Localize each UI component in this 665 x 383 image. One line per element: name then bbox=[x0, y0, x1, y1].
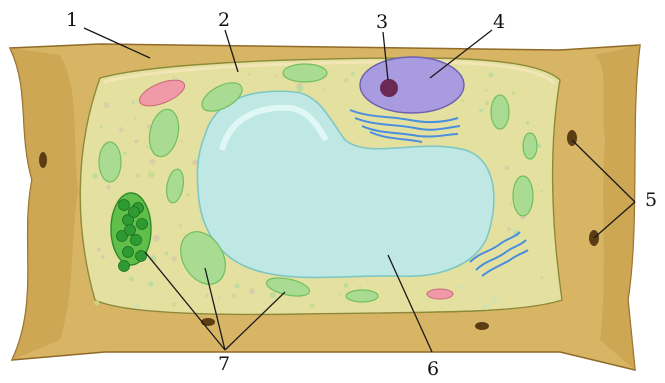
granule bbox=[153, 235, 160, 242]
granule bbox=[275, 74, 278, 77]
granum bbox=[119, 200, 130, 211]
chloroplast bbox=[523, 133, 537, 159]
granule bbox=[100, 126, 103, 129]
granule bbox=[485, 89, 488, 92]
wall-pit bbox=[39, 152, 47, 168]
granule bbox=[485, 101, 490, 106]
granule bbox=[181, 140, 183, 142]
granule bbox=[344, 78, 348, 82]
granule bbox=[297, 85, 304, 92]
granule bbox=[134, 139, 138, 143]
label-1: 1 bbox=[66, 9, 78, 31]
granule bbox=[323, 89, 325, 91]
nucleus bbox=[360, 57, 464, 113]
chloroplast bbox=[346, 290, 378, 302]
granule bbox=[148, 281, 153, 286]
granule bbox=[234, 283, 239, 288]
granule bbox=[119, 127, 124, 132]
granule bbox=[205, 294, 208, 297]
label-2: 2 bbox=[218, 9, 230, 31]
granule bbox=[130, 278, 132, 280]
granule bbox=[510, 203, 512, 205]
granule bbox=[172, 257, 177, 262]
granule bbox=[134, 304, 138, 308]
granule bbox=[165, 252, 169, 256]
granule bbox=[94, 300, 99, 305]
wall-pit bbox=[475, 322, 489, 330]
chloroplast bbox=[513, 176, 533, 216]
granule bbox=[186, 193, 190, 197]
granule bbox=[146, 146, 149, 149]
granule bbox=[270, 292, 276, 298]
granum bbox=[131, 235, 142, 246]
granule bbox=[491, 297, 498, 304]
nucleolus bbox=[380, 79, 398, 97]
granule bbox=[130, 289, 133, 292]
granule bbox=[218, 297, 220, 299]
label-5: 5 bbox=[645, 189, 657, 211]
granule bbox=[507, 227, 511, 231]
granum bbox=[129, 207, 140, 218]
granule bbox=[172, 76, 174, 78]
granule bbox=[479, 109, 483, 113]
granule bbox=[488, 73, 493, 78]
granule bbox=[459, 285, 464, 290]
granule bbox=[150, 159, 156, 165]
granule bbox=[249, 288, 255, 294]
granule bbox=[101, 255, 105, 259]
granule bbox=[359, 286, 361, 288]
granule bbox=[104, 102, 110, 108]
granule bbox=[511, 91, 515, 95]
chloroplast bbox=[283, 64, 327, 82]
mitochondrion bbox=[427, 289, 453, 299]
wall-pit bbox=[201, 318, 215, 326]
granule bbox=[172, 302, 176, 306]
granule bbox=[248, 73, 250, 75]
chloroplast bbox=[99, 142, 121, 182]
granum bbox=[123, 247, 134, 258]
granule bbox=[231, 293, 236, 298]
granule bbox=[339, 293, 341, 295]
granule bbox=[134, 117, 137, 120]
granule bbox=[123, 152, 126, 155]
granum bbox=[119, 261, 130, 272]
granule bbox=[92, 173, 98, 179]
granule bbox=[192, 160, 198, 166]
granule bbox=[136, 173, 140, 177]
granule bbox=[483, 304, 489, 310]
granule bbox=[344, 283, 349, 288]
granule bbox=[148, 171, 155, 178]
granule bbox=[179, 224, 182, 227]
granule bbox=[540, 276, 543, 279]
label-4: 4 bbox=[493, 11, 505, 33]
granule bbox=[97, 247, 101, 251]
granule bbox=[106, 185, 110, 189]
granule bbox=[132, 101, 135, 104]
granum bbox=[125, 225, 136, 236]
granule bbox=[461, 99, 464, 102]
granule bbox=[540, 190, 542, 192]
chloroplast bbox=[491, 95, 509, 129]
label-7: 7 bbox=[218, 353, 230, 375]
granule bbox=[526, 121, 530, 125]
granule bbox=[505, 166, 510, 171]
granum bbox=[137, 219, 148, 230]
granule bbox=[537, 144, 541, 148]
granule bbox=[309, 303, 314, 308]
label-6: 6 bbox=[427, 358, 439, 380]
granule bbox=[351, 72, 355, 76]
label-3: 3 bbox=[376, 11, 388, 33]
